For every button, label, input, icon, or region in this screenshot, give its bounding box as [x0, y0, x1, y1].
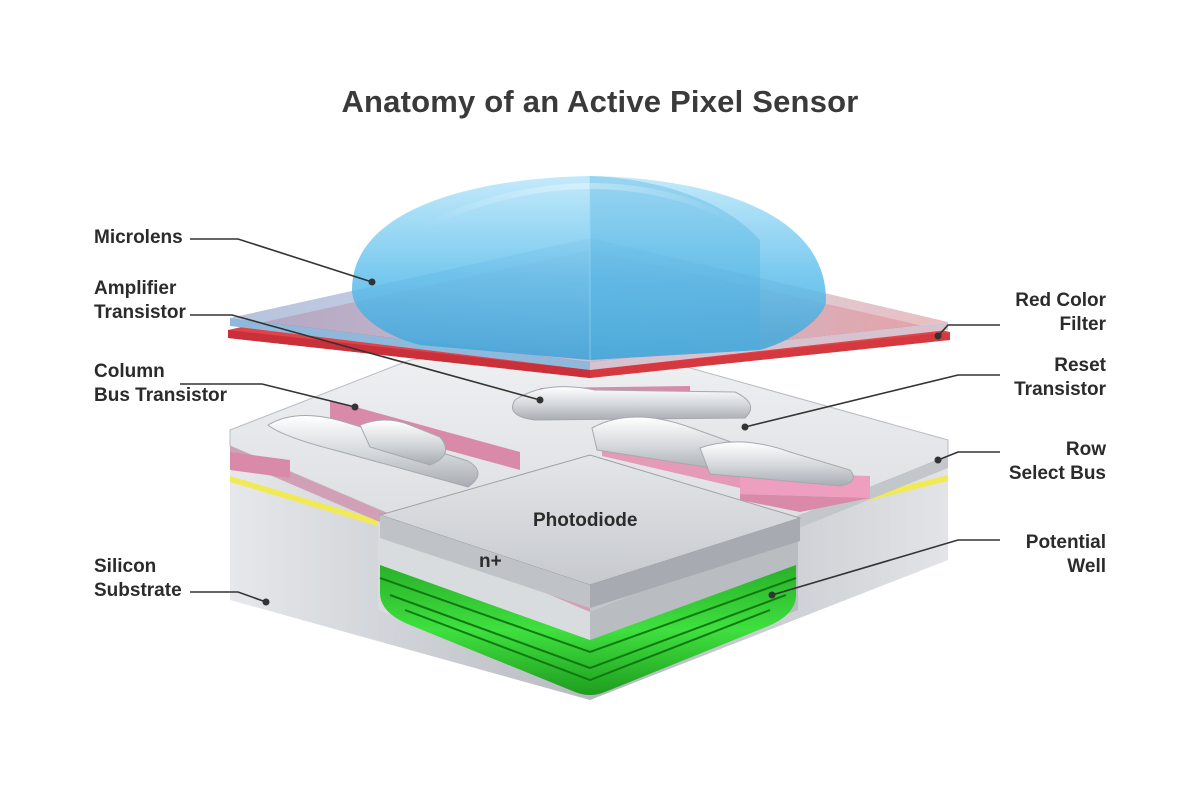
label-red-line1: Red Color: [1015, 290, 1106, 311]
label-potential-line1: Potential: [1025, 532, 1106, 553]
label-amplifier-transistor: Amplifier Transistor: [94, 277, 186, 325]
label-microlens: Microlens: [94, 226, 183, 250]
label-row-select-bus: Row Select Bus: [1009, 438, 1106, 486]
microlens: [352, 176, 826, 360]
label-potential-well: Potential Well: [1026, 531, 1106, 579]
label-silicon-line2: Substrate: [94, 580, 182, 601]
label-microlens-text: Microlens: [94, 227, 183, 248]
photodiode: [378, 454, 802, 608]
label-reset-line2: Transistor: [1014, 379, 1106, 400]
transistor-gates: [267, 386, 854, 488]
potential-well: [379, 565, 797, 695]
label-n-plus: n+: [479, 551, 502, 572]
label-amplifier-line1: Amplifier: [94, 278, 177, 299]
label-column-line1: Column: [94, 361, 165, 382]
label-red-color-filter: Red Color Filter: [1015, 289, 1106, 337]
label-reset-line1: Reset: [1054, 355, 1106, 376]
label-photodiode: Photodiode: [533, 510, 638, 531]
label-silicon-substrate: Silicon Substrate: [94, 555, 182, 603]
label-amplifier-line2: Transistor: [94, 302, 186, 323]
diagram-title: Anatomy of an Active Pixel Sensor: [341, 84, 859, 119]
label-silicon-line1: Silicon: [94, 556, 157, 577]
label-row-line1: Row: [1065, 439, 1106, 460]
label-column-line2: Bus Transistor: [94, 385, 228, 406]
callout-dots: [262, 278, 942, 606]
label-column-bus-transistor: Column Bus Transistor: [94, 360, 227, 408]
label-row-line2: Select Bus: [1008, 463, 1106, 484]
callout-lines: [180, 238, 1000, 603]
label-reset-transistor: Reset Transistor: [1014, 354, 1106, 402]
label-potential-line2: Well: [1067, 556, 1106, 577]
label-red-line2: Filter: [1059, 314, 1106, 335]
